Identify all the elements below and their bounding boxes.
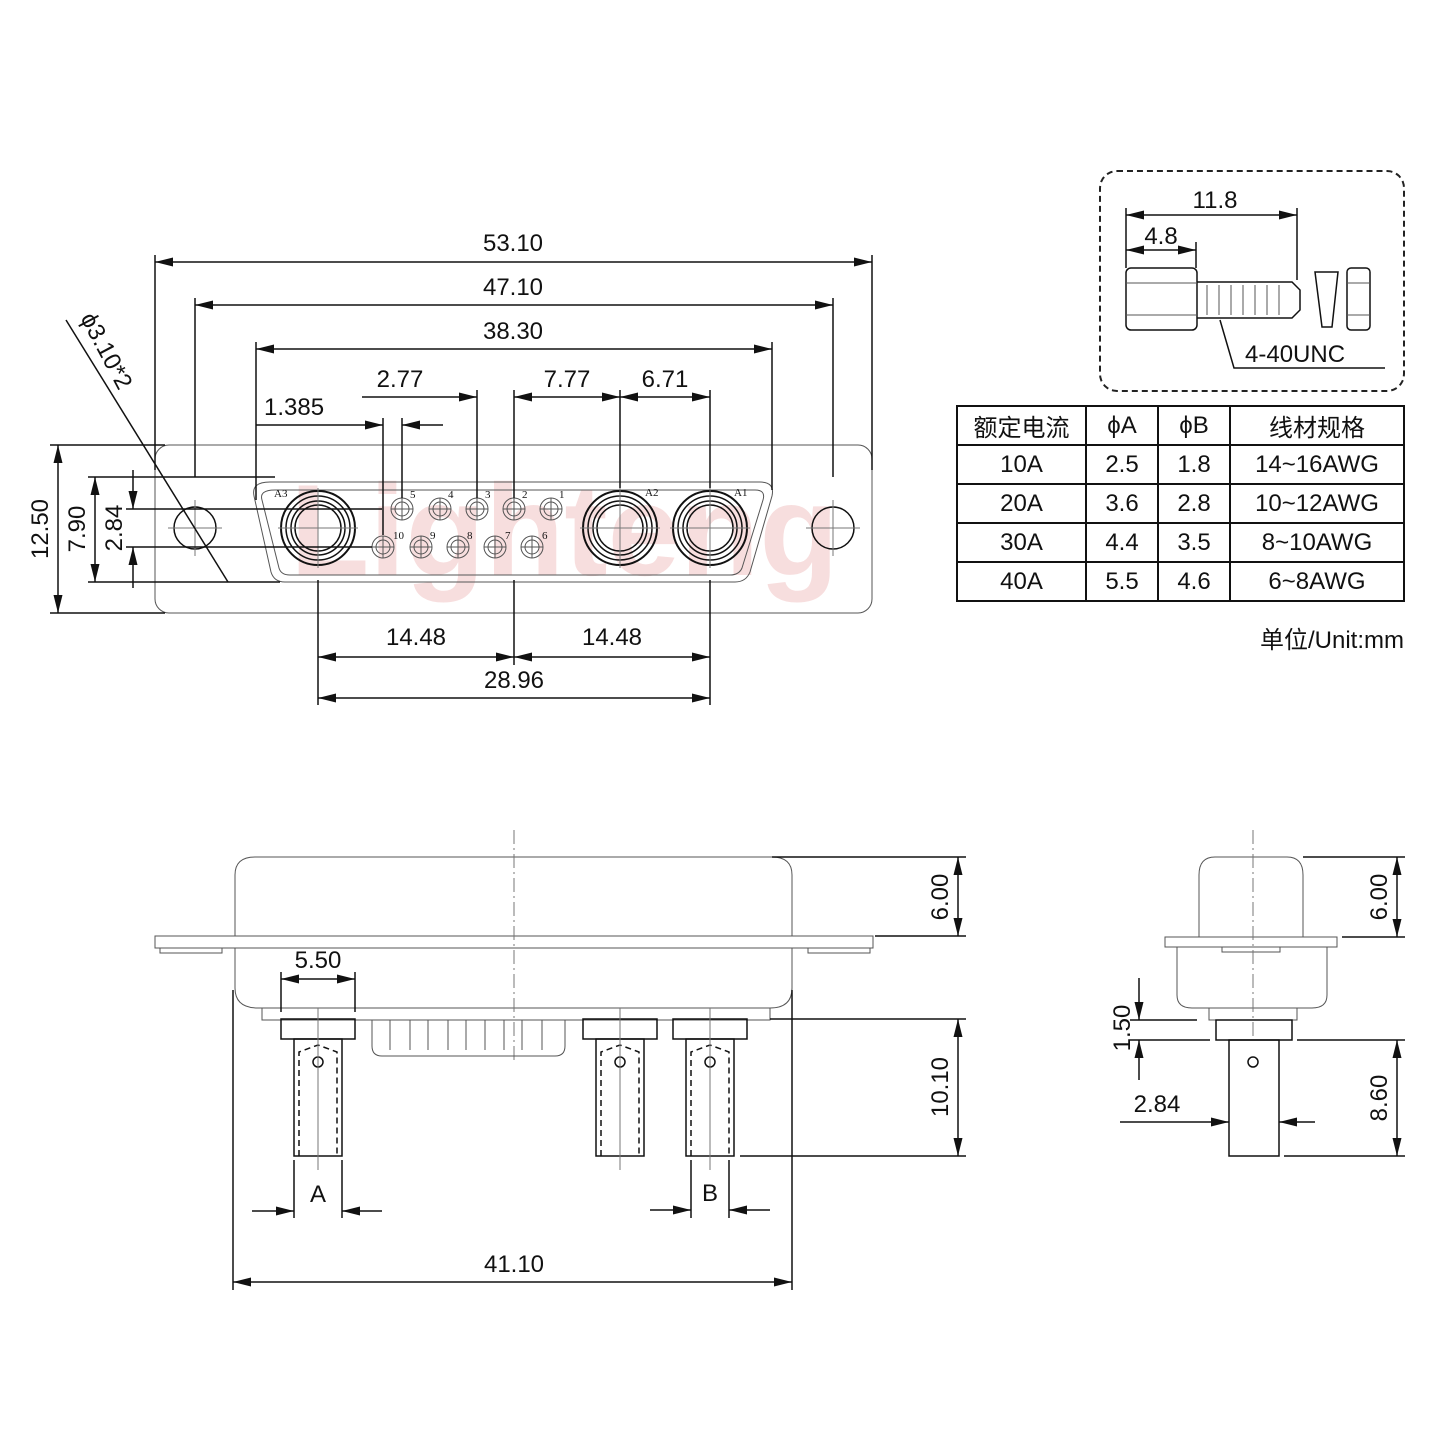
lock-washer <box>1314 271 1339 328</box>
svg-text:8: 8 <box>467 530 473 542</box>
power-contact-a1: A1 <box>670 487 750 568</box>
header-wire-gauge: 线材规格 <box>1229 405 1405 446</box>
svg-text:1.50: 1.50 <box>1109 1005 1136 1052</box>
side-dimensions: 6.00 10.10 5.50 A B 41.10 <box>232 856 966 1290</box>
svg-text:53.10: 53.10 <box>483 230 543 257</box>
svg-text:6: 6 <box>542 530 548 542</box>
svg-text:6.00: 6.00 <box>1366 874 1393 921</box>
svg-text:8.60: 8.60 <box>1366 1075 1393 1122</box>
power-tail-a2 <box>582 1008 658 1170</box>
side-view: 6.00 10.10 5.50 A B 41.10 <box>154 830 966 1290</box>
svg-text:7: 7 <box>505 530 511 542</box>
screw-detail-frame <box>1099 170 1405 392</box>
svg-text:12.50: 12.50 <box>27 499 54 559</box>
svg-text:11.8: 11.8 <box>1193 187 1238 214</box>
svg-text:14.48: 14.48 <box>386 624 446 651</box>
signal-pins-bottom: 10 9 8 7 6 <box>371 530 548 559</box>
front-dimensions: 53.10 47.10 38.30 1.385 2.77 7.77 6.71 <box>27 230 873 705</box>
end-view: 6.00 1.50 8.60 2.84 <box>1109 830 1405 1157</box>
svg-text:1: 1 <box>559 489 565 501</box>
shell-inner <box>261 489 765 576</box>
svg-text:2.84: 2.84 <box>101 505 128 552</box>
svg-text:10.10: 10.10 <box>927 1057 954 1117</box>
svg-text:2.77: 2.77 <box>377 366 424 393</box>
svg-text:4.8: 4.8 <box>1144 223 1177 250</box>
svg-text:6.00: 6.00 <box>927 874 954 921</box>
svg-text:38.30: 38.30 <box>483 318 543 345</box>
hex-standoff <box>1125 267 1198 331</box>
svg-text:9: 9 <box>430 530 436 542</box>
signal-tails <box>371 1020 566 1057</box>
svg-text:6.71: 6.71 <box>642 366 689 393</box>
power-tail-a3 <box>280 1008 356 1170</box>
svg-text:2.84: 2.84 <box>1134 1091 1181 1118</box>
hex-nut <box>1346 267 1371 331</box>
svg-text:7.77: 7.77 <box>544 366 591 393</box>
svg-text:A2: A2 <box>645 487 658 499</box>
svg-text:B: B <box>702 1180 718 1207</box>
svg-text:1.385: 1.385 <box>264 394 324 421</box>
power-tail-a1 <box>672 1008 748 1170</box>
svg-text:ϕ3.10*2: ϕ3.10*2 <box>75 308 138 394</box>
table-header-row: 额定电流 ϕA ϕB 线材规格 <box>956 405 1405 446</box>
header-phi-b: ϕB <box>1157 405 1231 446</box>
front-view: A3 A2 A1 5 4 3 2 1 10 9 8 7 6 <box>27 230 873 705</box>
svg-text:5: 5 <box>410 489 416 501</box>
svg-text:4: 4 <box>448 489 454 501</box>
header-rated-current: 额定电流 <box>956 405 1087 446</box>
screw-detail: 11.8 4.8 4-40UNC <box>1125 187 1385 369</box>
svg-text:2: 2 <box>522 489 528 501</box>
svg-text:41.10: 41.10 <box>484 1251 544 1278</box>
watermark: Lighteng <box>290 457 839 603</box>
svg-text:3: 3 <box>485 489 491 501</box>
svg-text:28.96: 28.96 <box>484 667 544 694</box>
unit-label: 单位/Unit:mm <box>1260 627 1404 654</box>
svg-text:47.10: 47.10 <box>483 274 543 301</box>
end-dimensions: 6.00 1.50 8.60 2.84 <box>1109 856 1405 1157</box>
threaded-stud <box>1197 281 1301 319</box>
svg-text:A: A <box>310 1181 326 1208</box>
power-contact-a2: A2 <box>580 487 660 568</box>
svg-text:14.48: 14.48 <box>582 624 642 651</box>
svg-text:5.50: 5.50 <box>295 947 342 974</box>
svg-text:A1: A1 <box>734 487 747 499</box>
svg-text:4-40UNC: 4-40UNC <box>1245 341 1345 368</box>
mount-hole-right <box>806 500 860 556</box>
svg-text:10: 10 <box>393 530 405 542</box>
header-phi-a: ϕA <box>1085 405 1159 446</box>
power-contact-a3: A3 <box>274 488 358 568</box>
svg-text:A3: A3 <box>274 488 288 500</box>
svg-text:7.90: 7.90 <box>64 506 91 553</box>
